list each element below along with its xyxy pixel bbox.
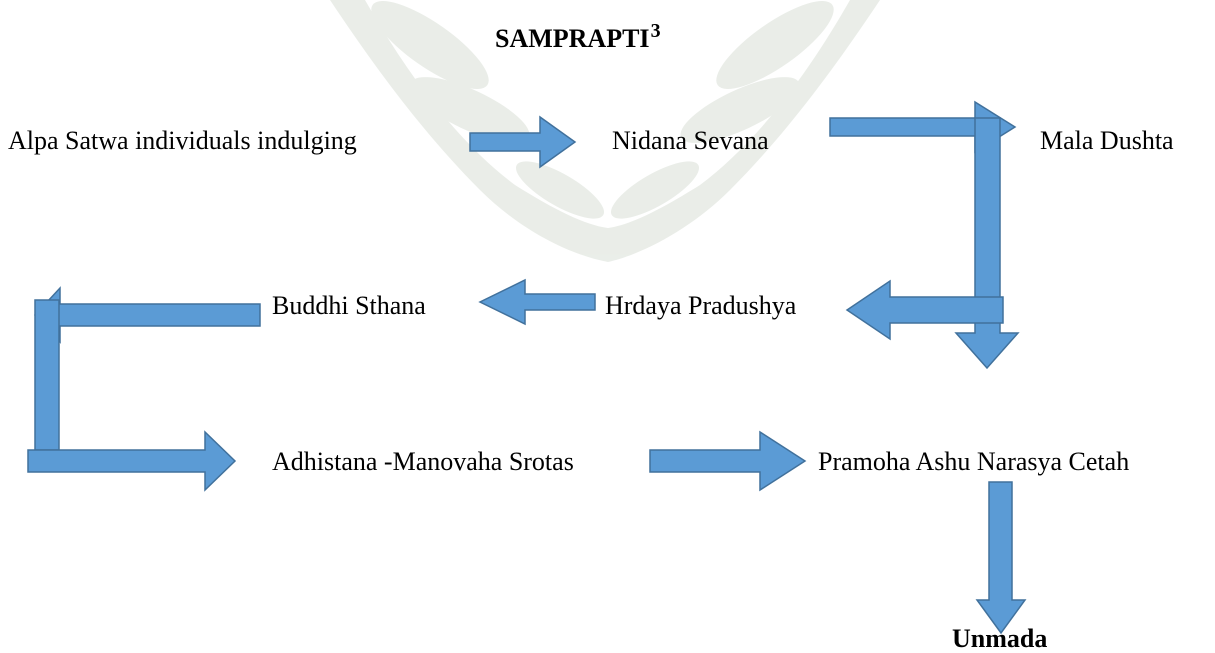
arrow-pramoha-to-unmada (975, 481, 1027, 635)
node-hrdaya: Hrdaya Pradushya (605, 291, 797, 320)
arrow-adhistana-to-pramoha (649, 430, 807, 492)
node-mala: Mala Dushta (1040, 126, 1174, 155)
node-unmada: Unmada (952, 624, 1048, 653)
node-pramoha: Pramoha Ashu Narasya Cetah (818, 447, 1130, 476)
node-adhistana: Adhistana -Manovaha Srotas (272, 447, 574, 476)
arrow-buddhi-to-left (33, 286, 261, 344)
diagram-title: SAMPRAPTI3 (495, 20, 661, 53)
title-footnote-marker: 3 (650, 20, 661, 42)
arrow-mala-down-to-pramoha (954, 117, 1020, 370)
node-buddhi: Buddhi Sthana (272, 291, 426, 320)
arrow-alpa-to-nidana (469, 115, 577, 169)
arrow-to-hrdaya (845, 279, 1004, 341)
arrow-left-to-adhistana (27, 430, 237, 492)
arrow-left-vertical (34, 299, 60, 451)
node-alpa: Alpa Satwa individuals indulging (8, 126, 357, 155)
node-nidana: Nidana Sevana (612, 126, 769, 155)
arrow-hrdaya-to-buddhi (478, 278, 596, 326)
